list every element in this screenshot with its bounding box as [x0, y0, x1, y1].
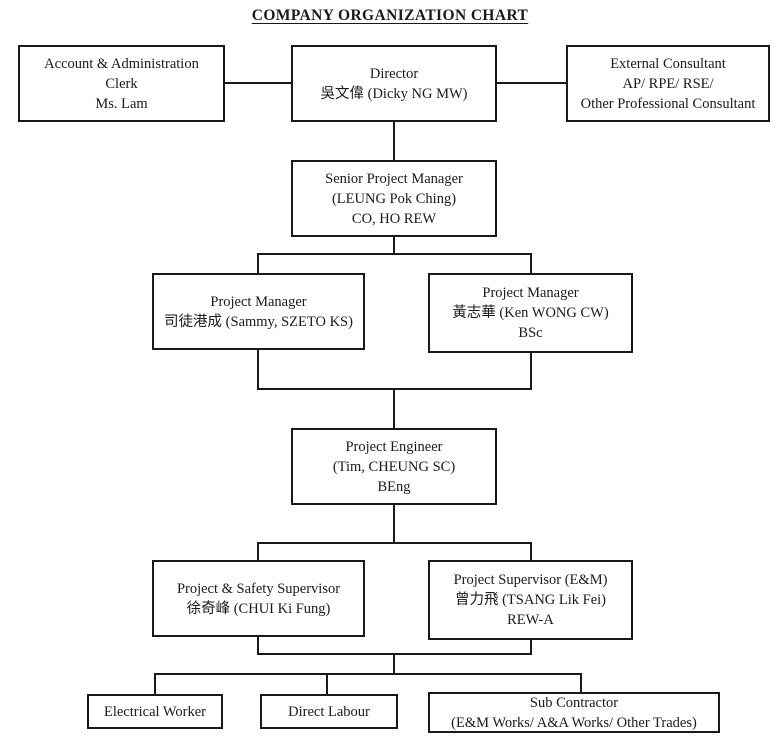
node-line: 司徒港成 (Sammy, SZETO KS): [164, 313, 353, 330]
node-line: Director: [369, 65, 419, 82]
connector-drop-pm-wong: [530, 253, 532, 273]
connector-rise-em-supervisor: [530, 640, 532, 655]
connector-clerk-director: [225, 82, 291, 84]
connector-drop-pm-szeto: [257, 253, 259, 273]
node-line: Project Manager: [210, 293, 307, 310]
connector-rise-safety-supervisor: [257, 637, 259, 655]
connector-director-consultant: [497, 82, 566, 84]
connector-rise-pm-wong: [530, 353, 532, 390]
node-line: Other Professional Consultant: [580, 95, 756, 112]
node-line: Account & Administration: [44, 55, 199, 72]
node-line: Project Supervisor (E&M): [453, 572, 608, 588]
node-line: Project Manager: [482, 285, 579, 301]
node-line: Electrical Worker: [103, 703, 207, 720]
node-line: BSc: [518, 325, 543, 341]
node-line: Project Engineer: [345, 438, 443, 455]
node-line: REW-A: [507, 612, 554, 628]
connector-drop-safety-supervisor: [257, 542, 259, 560]
node-line: 曾力飛 (TSANG Lik Fei): [454, 592, 607, 608]
node-line: External Consultant: [610, 55, 726, 72]
connector-lower-rail-2: [154, 673, 582, 675]
node-line: Clerk: [105, 75, 138, 92]
node-line: 徐奇峰 (CHUI Ki Fung): [186, 600, 331, 617]
org-node-electrical-worker: Electrical Worker: [87, 694, 223, 729]
connector-pm-engineer-stem: [393, 388, 395, 428]
node-line: 黃志華 (Ken WONG CW): [452, 305, 609, 321]
connector-drop-em-supervisor: [530, 542, 532, 560]
org-node-sub-contractor: Sub Contractor (E&M Works/ A&A Works/ Ot…: [428, 692, 720, 733]
org-node-project-manager-szeto: Project Manager 司徒港成 (Sammy, SZETO KS): [152, 273, 365, 350]
node-line: (Tim, CHEUNG SC): [332, 458, 456, 475]
org-node-director: Director 吳文偉 (Dicky NG MW): [291, 45, 497, 122]
connector-drop-electrical-worker: [154, 673, 156, 694]
org-node-senior-project-manager: Senior Project Manager (LEUNG Pok Ching)…: [291, 160, 497, 237]
connector-engineer-stem: [393, 505, 395, 544]
connector-rise-pm-szeto: [257, 350, 259, 390]
connector-drop-direct-labour: [326, 673, 328, 694]
org-node-project-engineer: Project Engineer (Tim, CHEUNG SC) BEng: [291, 428, 497, 505]
node-line: AP/ RPE/ RSE/: [622, 75, 714, 92]
page-title: COMPANY ORGANIZATION CHART: [251, 7, 529, 24]
connector-seniorpm-stem: [393, 237, 395, 255]
org-node-project-supervisor-em: Project Supervisor (E&M) 曾力飛 (TSANG Lik …: [428, 560, 633, 640]
node-line: Direct Labour: [288, 703, 370, 720]
org-node-account-clerk: Account & Administration Clerk Ms. Lam: [18, 45, 225, 122]
node-line: (LEUNG Pok Ching): [331, 190, 457, 207]
connector-supervisor-rail: [257, 542, 532, 544]
org-node-external-consultant: External Consultant AP/ RPE/ RSE/ Other …: [566, 45, 770, 122]
node-line: (E&M Works/ A&A Works/ Other Trades): [451, 714, 697, 731]
node-line: Sub Contractor: [529, 694, 619, 711]
node-line: CO, HO REW: [351, 210, 437, 227]
node-line: Project & Safety Supervisor: [176, 580, 341, 597]
node-line: Ms. Lam: [95, 95, 148, 112]
org-node-project-manager-wong: Project Manager 黃志華 (Ken WONG CW) BSc: [428, 273, 633, 353]
node-line: BEng: [377, 478, 411, 495]
org-node-project-safety-supervisor: Project & Safety Supervisor 徐奇峰 (CHUI Ki…: [152, 560, 365, 637]
connector-lower-stem: [393, 653, 395, 675]
connector-drop-sub-contractor: [580, 673, 582, 692]
node-line: Senior Project Manager: [325, 170, 463, 187]
connector-director-seniorpm: [393, 122, 395, 160]
node-line: 吳文偉 (Dicky NG MW): [320, 85, 468, 102]
connector-seniorpm-rail: [257, 253, 532, 255]
org-node-direct-labour: Direct Labour: [260, 694, 398, 729]
